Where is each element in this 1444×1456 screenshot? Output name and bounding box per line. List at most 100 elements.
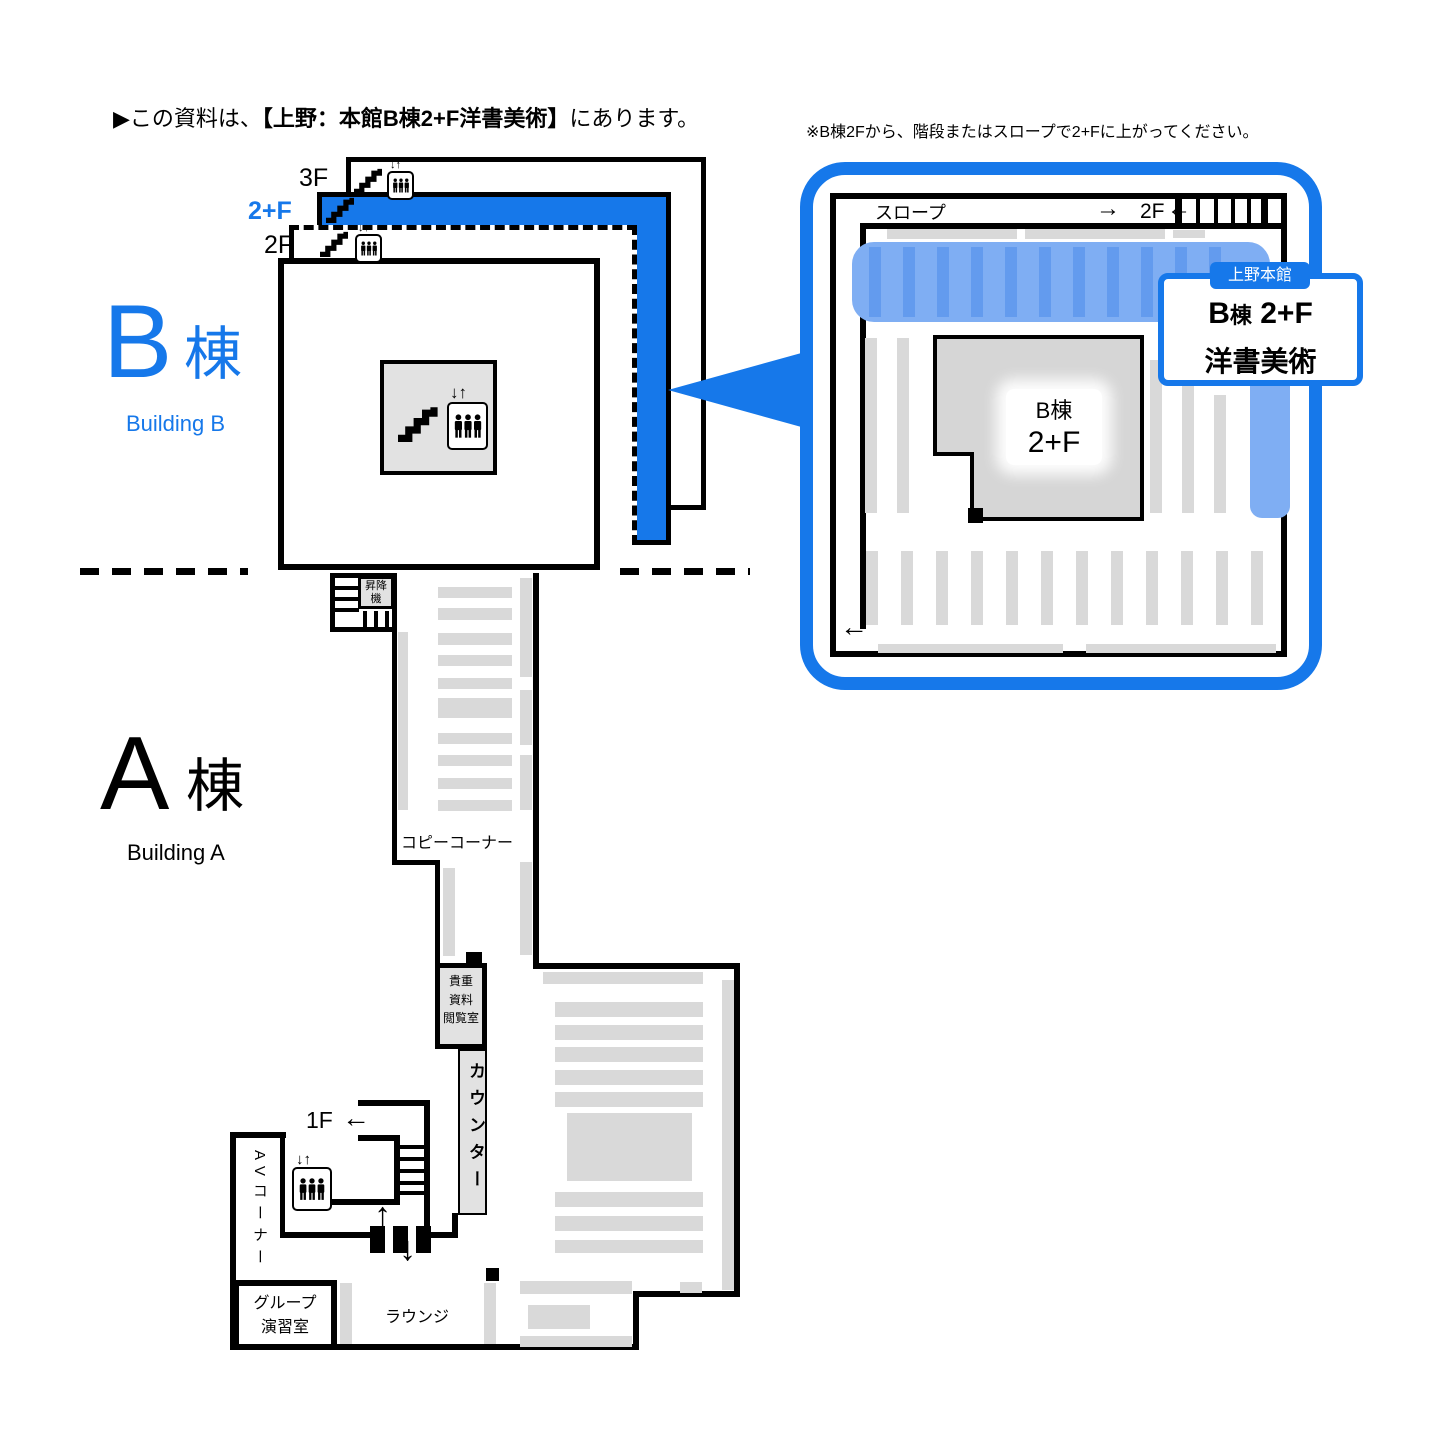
detail-stairs-tread [1247, 196, 1251, 227]
page-title-suffix: にあります。 [569, 106, 700, 131]
rare-materials-room: 貴重 資料 閲覧室 [435, 963, 487, 1049]
right-room-wall-bottom [633, 1291, 740, 1297]
corridor-stripe [438, 587, 512, 598]
pillar [486, 1268, 499, 1281]
pillar [370, 1226, 385, 1253]
elevator-icon [292, 1167, 332, 1211]
shelf-bar [971, 551, 983, 625]
rare-room-label-line3: 閲覧室 [442, 1011, 479, 1026]
shelf-bar [722, 980, 734, 1290]
shelf-bar [866, 551, 878, 625]
down-arrow-icon: ↓ [399, 1230, 416, 1268]
right-arrow-icon: → [1096, 195, 1120, 222]
elevator-icon [355, 234, 382, 263]
stair-tread [374, 611, 378, 629]
stairs-icon [318, 231, 348, 257]
a-wall-bottom-left [280, 1232, 372, 1238]
building-a-subtitle: Building A [127, 840, 225, 865]
lounge-label: ラウンジ [385, 1309, 450, 1326]
shelf-bar [897, 338, 909, 513]
stairs-icon [391, 406, 441, 442]
corridor-wall-left2 [435, 860, 440, 968]
shelf-bar [555, 1047, 703, 1062]
building-divider-right [620, 568, 750, 575]
right-room-wall-step [633, 1291, 639, 1350]
floor-label-2f: 2F [264, 231, 294, 259]
detail-area-label-box: B棟 2+F [1006, 389, 1102, 465]
stair-wall [327, 1199, 400, 1205]
shelf-bar [887, 229, 1017, 239]
detail-stairs-tread [1196, 196, 1200, 227]
stair-wall [394, 1135, 400, 1203]
highlight-shelf [869, 247, 881, 317]
corridor-stripe [438, 633, 512, 645]
stair-tread [335, 597, 359, 601]
stair-tread [400, 1169, 424, 1173]
corridor-side-strip [443, 868, 455, 956]
stairs-icon [352, 168, 382, 194]
right-room-wall-top [533, 963, 740, 969]
location-callout: B棟 2+F 洋書美術 [1158, 273, 1363, 386]
building-a-kanji: 棟 [186, 754, 245, 819]
left-arrow-icon: ← [342, 1102, 370, 1133]
elevator-icon [447, 402, 488, 450]
callout-tab: 上野本館 [1210, 262, 1310, 289]
corridor-side-strip [520, 755, 532, 810]
page-title-location: 【上野：本館B棟2+F洋書美術】 [261, 106, 570, 131]
corridor-wall-jog [392, 860, 440, 865]
corridor-stripe [438, 755, 512, 766]
shelf-bar [1150, 360, 1162, 513]
pillar [968, 508, 983, 523]
stair-tread [400, 1181, 424, 1185]
shelf-bar [555, 1070, 703, 1085]
pillar [466, 952, 482, 965]
highlight-shelf [971, 247, 983, 317]
small-elevator-label-line2: 機 [370, 593, 382, 606]
detail-2f-label: 2F [1140, 200, 1165, 223]
access-note: ※B棟2Fから、階段またはスロープで2+Fに上がってください。 [806, 124, 1259, 141]
elevator-arrows-icon: ↓↑ [296, 1151, 311, 1168]
a-wall-bottom-mid [431, 1232, 458, 1238]
shelf-bar [555, 1216, 703, 1231]
group-room-label-line1: グループ [253, 1295, 317, 1312]
page-title: ▶この資料は、【上野：本館B棟2+F洋書美術】にあります。 [113, 101, 699, 133]
shelf-bar [1173, 230, 1205, 238]
floor-label-3f: 3F [299, 164, 329, 192]
stair-tread [335, 608, 359, 612]
building-b-letter: B [103, 284, 173, 400]
corridor-stripe [438, 800, 512, 811]
shelf-bar [543, 972, 703, 984]
shelf-bar [1216, 551, 1228, 625]
lounge-bar [528, 1305, 590, 1329]
shelf-bar [1181, 551, 1193, 625]
highlight-shelf [1005, 247, 1017, 317]
floor-label-2plusf: 2+F [248, 197, 292, 225]
detail-area-label-line2: 2+F [1027, 426, 1081, 459]
corridor-side-strip [520, 862, 532, 955]
building-b-kanji: 棟 [184, 322, 243, 387]
shelf-bar [1111, 551, 1123, 625]
detail-inner-wall-top [863, 223, 1287, 229]
stair-wall [424, 1100, 430, 1240]
corridor-side-strip [520, 690, 532, 745]
shelf-bar [1041, 551, 1053, 625]
shelf-bar [1006, 551, 1018, 625]
elevator-arrows-icon: ↓↑ [358, 222, 369, 234]
shelf-bar [901, 551, 913, 625]
corridor-wall-left [392, 628, 397, 865]
pillar [393, 1226, 408, 1253]
corridor-stripe [438, 655, 512, 666]
right-room-wall-right [734, 963, 740, 1297]
corridor-side-strip [520, 578, 532, 677]
stairs-icon [324, 197, 354, 223]
stair-wall [358, 1135, 400, 1141]
lounge-bar [520, 1336, 632, 1347]
callout-floor: 2+F [1251, 297, 1313, 330]
corridor-wall-right [533, 573, 539, 968]
stair-tread [400, 1145, 424, 1149]
shelf-bar [1146, 551, 1158, 625]
callout-subject: 洋書美術 [1204, 345, 1317, 377]
corridor-stripe [438, 698, 512, 718]
shelf-bar [1251, 551, 1263, 625]
